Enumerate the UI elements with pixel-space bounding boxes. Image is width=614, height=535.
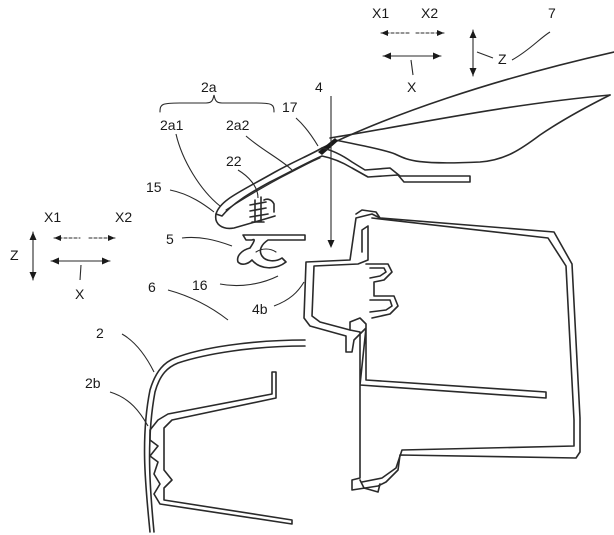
label-2: 2 xyxy=(96,325,104,341)
leader-5 xyxy=(181,236,233,247)
glass-lower-edge xyxy=(334,94,611,164)
label-z-left: Z xyxy=(10,247,19,263)
z-down-arrowhead xyxy=(469,68,477,76)
leader-4-arrowhead xyxy=(327,240,335,248)
clip-hook xyxy=(263,198,275,213)
dash-panel-upper-flange xyxy=(311,225,369,331)
x-left-right-arrowhead xyxy=(102,257,110,265)
cowl-top-outline xyxy=(215,147,471,217)
label-x1-left: X1 xyxy=(44,209,61,225)
x-left-arrowhead xyxy=(383,52,391,60)
leader-17 xyxy=(295,117,319,147)
label-5: 5 xyxy=(166,231,174,247)
brace-2a xyxy=(159,94,275,113)
label-16: 16 xyxy=(192,277,208,293)
dash-panel-bracket xyxy=(365,263,399,319)
x1-arrowhead xyxy=(381,30,388,36)
label-2a2: 2a2 xyxy=(226,117,250,133)
leader-16 xyxy=(219,275,279,287)
x2-left-arrowhead xyxy=(108,235,115,241)
glass-seal xyxy=(318,138,338,155)
label-2b: 2b xyxy=(85,375,101,391)
dash-panel-seal-ends xyxy=(355,209,381,493)
clip-shape xyxy=(249,196,269,223)
leader-15 xyxy=(169,189,215,213)
clip-22 xyxy=(249,196,275,223)
label-17: 17 xyxy=(282,99,298,115)
label-x2-left: X2 xyxy=(115,209,132,225)
direction-indicator-left xyxy=(29,231,116,281)
x1-left-arrowhead xyxy=(54,235,61,241)
leader-22 xyxy=(237,169,259,199)
label-2a1: 2a1 xyxy=(160,117,184,133)
dash-panel-bracket-inner xyxy=(369,267,393,313)
label-4: 4 xyxy=(315,79,323,95)
grille-5-body xyxy=(236,234,306,269)
label-z-top: Z xyxy=(498,51,507,67)
lower-panel-inner xyxy=(148,345,306,533)
label-x-left: X xyxy=(75,286,85,302)
label-15: 15 xyxy=(146,179,162,195)
label-22: 22 xyxy=(226,153,242,169)
cowl-top-panel xyxy=(215,147,471,217)
cowl-top-inner-line xyxy=(225,157,321,211)
x-leader xyxy=(410,59,414,76)
x-left-leader xyxy=(79,264,82,281)
dash-panel xyxy=(303,209,581,493)
x-right-arrowhead xyxy=(433,52,441,60)
lower-panel-outer xyxy=(143,339,306,533)
label-7: 7 xyxy=(548,5,556,21)
glass-outer-surface xyxy=(321,51,614,149)
z-left-down-arrowhead xyxy=(29,272,37,280)
leader-4b xyxy=(273,281,305,307)
z-leader xyxy=(476,51,494,59)
x2-arrowhead xyxy=(437,30,444,36)
dash-panel-inner xyxy=(361,217,575,483)
leader-2a2 xyxy=(245,135,293,171)
label-x2-top: X2 xyxy=(421,5,438,21)
label-4b: 4b xyxy=(252,301,268,317)
leader-7 xyxy=(511,31,551,61)
direction-indicator-top xyxy=(380,29,494,77)
label-6: 6 xyxy=(148,279,156,295)
label-2a: 2a xyxy=(201,79,217,95)
label-x1-top: X1 xyxy=(372,5,389,21)
cowl-lower-panel xyxy=(143,339,306,533)
grille-15-edge xyxy=(214,213,276,230)
x-left-left-arrowhead xyxy=(51,257,59,265)
glass-inner-surface xyxy=(329,94,611,139)
z-up-arrowhead xyxy=(469,30,477,38)
leader-2b xyxy=(109,391,149,427)
grille-5-inner xyxy=(255,248,277,253)
z-left-up-arrowhead xyxy=(29,232,37,240)
leader-6 xyxy=(167,289,229,321)
leader-2a1 xyxy=(175,133,221,207)
label-x-top: X xyxy=(407,79,417,95)
windshield-glass xyxy=(318,51,614,164)
cowl-grille-piece xyxy=(214,213,306,269)
leader-2 xyxy=(121,333,155,373)
lower-panel-bracket xyxy=(149,371,293,525)
